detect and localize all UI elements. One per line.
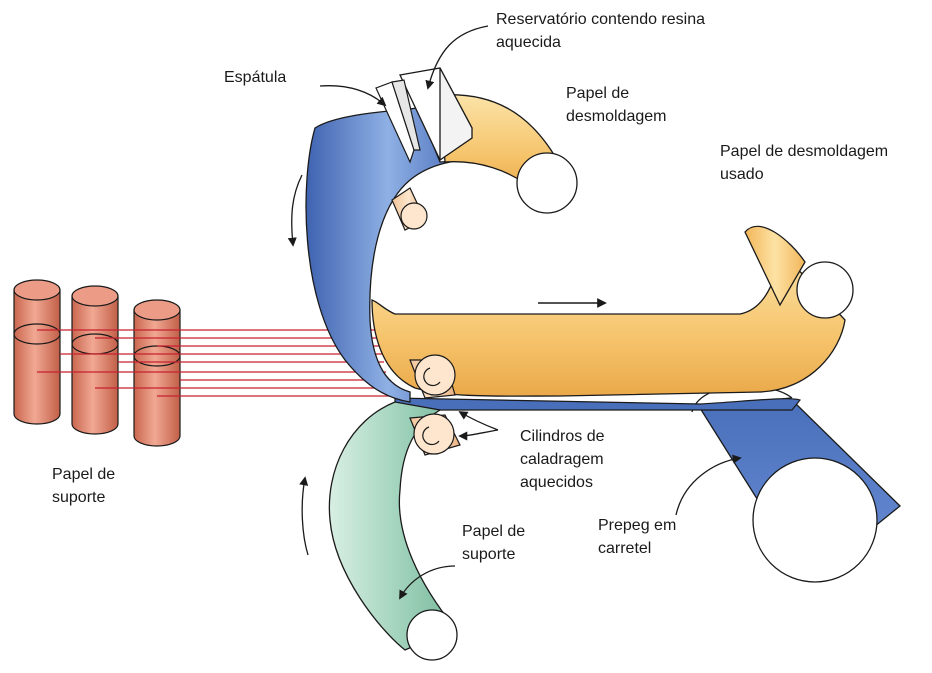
label-release-paper: Papel de desmoldagem (566, 82, 667, 128)
label-prepreg-reel-line2: carretel (598, 537, 676, 560)
label-resin-reservoir: Reservatório contendo resina aquecida (496, 8, 705, 54)
direction-arrow-up (302, 478, 308, 555)
label-backing-paper-left: Papel de suporte (52, 463, 115, 509)
label-used-release-paper-line1: Papel de desmoldagem (720, 140, 888, 163)
label-backing-paper-left-line2: suporte (52, 486, 115, 509)
calender-roll-lower (410, 414, 460, 455)
fiber-spools (14, 280, 180, 446)
fiber-spool-3 (134, 300, 180, 446)
fiber-spool-1 (14, 280, 60, 424)
label-backing-paper-bottom-line1: Papel de (462, 520, 525, 543)
prepreg-sheet-to-reel (395, 398, 800, 410)
direction-arrow-down (292, 175, 302, 245)
label-calender-rolls-line1: Cilindros de (520, 425, 604, 448)
label-release-paper-line1: Papel de (566, 82, 667, 105)
label-calender-rolls: Cilindros de caladragem aquecidos (520, 425, 604, 494)
label-backing-paper-left-line1: Papel de (52, 463, 115, 486)
label-prepreg-reel-line1: Prepeg em (598, 514, 676, 537)
prepreg-reel (692, 386, 900, 582)
label-release-paper-line2: desmoldagem (566, 105, 667, 128)
label-backing-paper-bottom: Papel de suporte (462, 520, 525, 566)
label-backing-paper-bottom-line2: suporte (462, 543, 525, 566)
label-spatula: Espátula (224, 66, 286, 89)
callout-calender (460, 412, 498, 430)
label-resin-reservoir-line1: Reservatório contendo resina (496, 8, 705, 31)
label-used-release-paper-line2: usado (720, 163, 888, 186)
label-prepreg-reel: Prepeg em carretel (598, 514, 676, 560)
label-used-release-paper: Papel de desmoldagem usado (720, 140, 888, 186)
label-resin-reservoir-line2: aquecida (496, 31, 705, 54)
fiber-spool-2 (72, 286, 118, 434)
label-calender-rolls-line2: caladragem (520, 448, 604, 471)
callout-prepreg (676, 458, 740, 515)
label-calender-rolls-line3: aquecidos (520, 471, 604, 494)
calender-roll-upper (410, 355, 455, 398)
label-spatula-text: Espátula (224, 66, 286, 89)
callout-spatula (320, 86, 385, 105)
callout-calender-2 (460, 430, 498, 436)
